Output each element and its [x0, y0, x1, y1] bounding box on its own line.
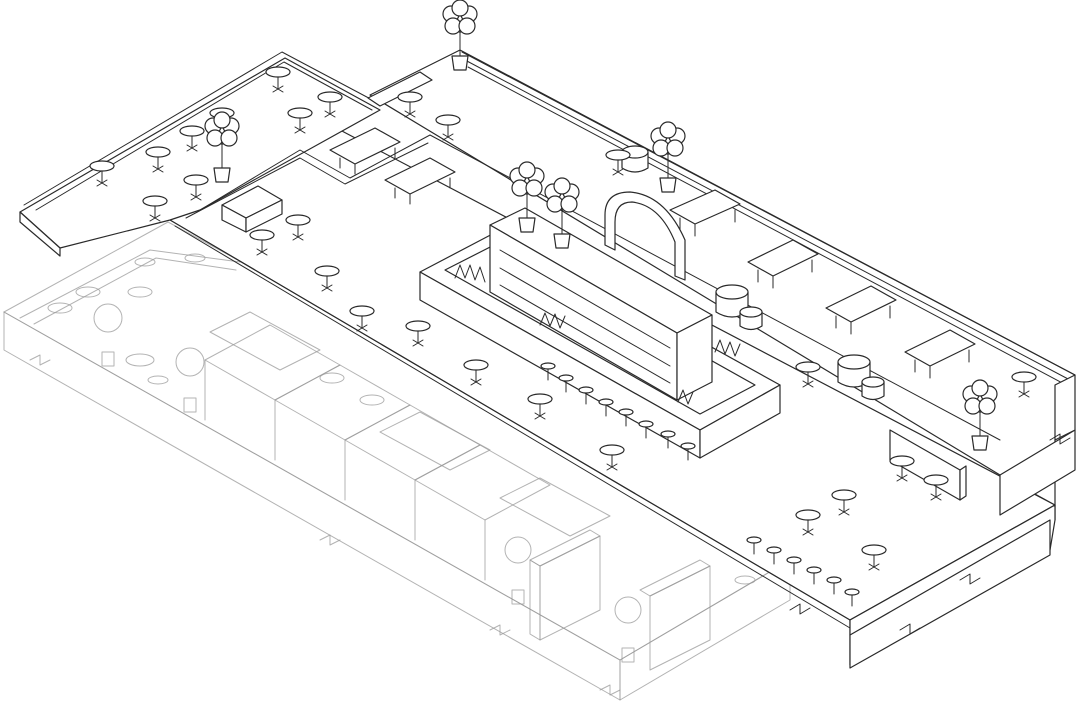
round-table [314, 265, 340, 292]
round-table [1011, 371, 1037, 398]
barrel [739, 306, 763, 331]
round-table [142, 195, 168, 222]
back-terrace-rail [461, 51, 1076, 376]
bar-stool [844, 588, 860, 607]
round-table [397, 91, 423, 118]
back-terrace-rail-3 [467, 66, 1069, 387]
inner-step-line [199, 134, 1001, 441]
bar-stool [680, 442, 696, 461]
bar-stool [806, 566, 822, 585]
bar-stool [638, 420, 654, 439]
round-tables [89, 66, 1037, 571]
round-table [463, 359, 489, 386]
bench [221, 185, 283, 233]
lower-level-shelves [529, 529, 711, 671]
central-bar [419, 207, 781, 459]
round-table [265, 66, 291, 93]
round-table [889, 455, 915, 482]
potted-trees [204, 0, 998, 451]
left-terrace-rail [23, 51, 381, 206]
round-table [317, 91, 343, 118]
barrel [837, 354, 871, 388]
arch-outer [604, 191, 686, 281]
lower-level-tables [47, 253, 385, 406]
round-table [287, 107, 313, 134]
lower-level-ghost [2, 221, 792, 701]
back-terrace-right-face [1054, 374, 1076, 441]
round-table [923, 474, 949, 501]
bench [669, 189, 741, 237]
round-table [405, 320, 431, 347]
lower-level-benches [209, 311, 611, 537]
lower-level-side-face [619, 559, 791, 701]
bar-stool [540, 362, 556, 381]
bar-stools [540, 362, 860, 607]
potted-tree [204, 111, 240, 183]
arch [604, 191, 686, 281]
back-terrace-end-face [999, 429, 1076, 516]
round-table [249, 229, 275, 256]
bar-stool [826, 576, 842, 595]
front-parapet-line [169, 219, 851, 621]
round-table [795, 509, 821, 536]
potted-tree [962, 379, 998, 451]
deck-base-face [849, 519, 1051, 669]
bar-stool [598, 398, 614, 417]
lower-level-brick-marks [29, 354, 621, 696]
lower-level-rail-inner [33, 257, 237, 325]
inner-step-line-2 [185, 142, 429, 219]
bar-stool [786, 556, 802, 575]
round-table [145, 146, 171, 173]
bottle-rows [454, 264, 741, 405]
bar-stool [766, 546, 782, 565]
bench [384, 157, 456, 205]
bench [329, 127, 401, 175]
potted-tree [509, 161, 545, 233]
bar-stool [578, 386, 594, 405]
upper-benches [221, 71, 976, 379]
round-table [795, 361, 821, 388]
round-table [527, 393, 553, 420]
potted-tree [650, 121, 686, 193]
potted-tree [544, 177, 580, 249]
bar-stool [660, 430, 676, 449]
round-table [605, 149, 631, 176]
round-table [831, 489, 857, 516]
round-table [285, 214, 311, 241]
bench [367, 71, 433, 107]
bar-counter-side [699, 384, 781, 459]
round-table [435, 114, 461, 141]
round-table [861, 544, 887, 571]
deck-brick-marks [789, 433, 1071, 635]
lower-level-rail [19, 249, 241, 319]
bench [904, 329, 976, 379]
round-table [183, 174, 209, 201]
left-terrace-rail-inner [35, 61, 373, 211]
barrel [861, 376, 885, 401]
potted-tree [442, 0, 478, 71]
round-table [89, 160, 115, 187]
bar-stool [618, 408, 634, 427]
bar-stool [558, 374, 574, 393]
bench [825, 285, 897, 335]
round-table [349, 305, 375, 332]
bench [747, 239, 819, 289]
round-table [179, 125, 205, 152]
front-parapet-line-2 [174, 225, 851, 629]
lower-level-trees [93, 303, 642, 663]
bar-stool [746, 536, 762, 555]
back-terrace-rail-2 [464, 59, 1071, 381]
partition-wall-edge [959, 465, 967, 501]
round-table [599, 444, 625, 471]
left-terrace-edge [19, 211, 61, 257]
bar-shelf-side [676, 314, 713, 401]
barrels [621, 145, 885, 401]
lower-level-barrels [125, 353, 756, 585]
